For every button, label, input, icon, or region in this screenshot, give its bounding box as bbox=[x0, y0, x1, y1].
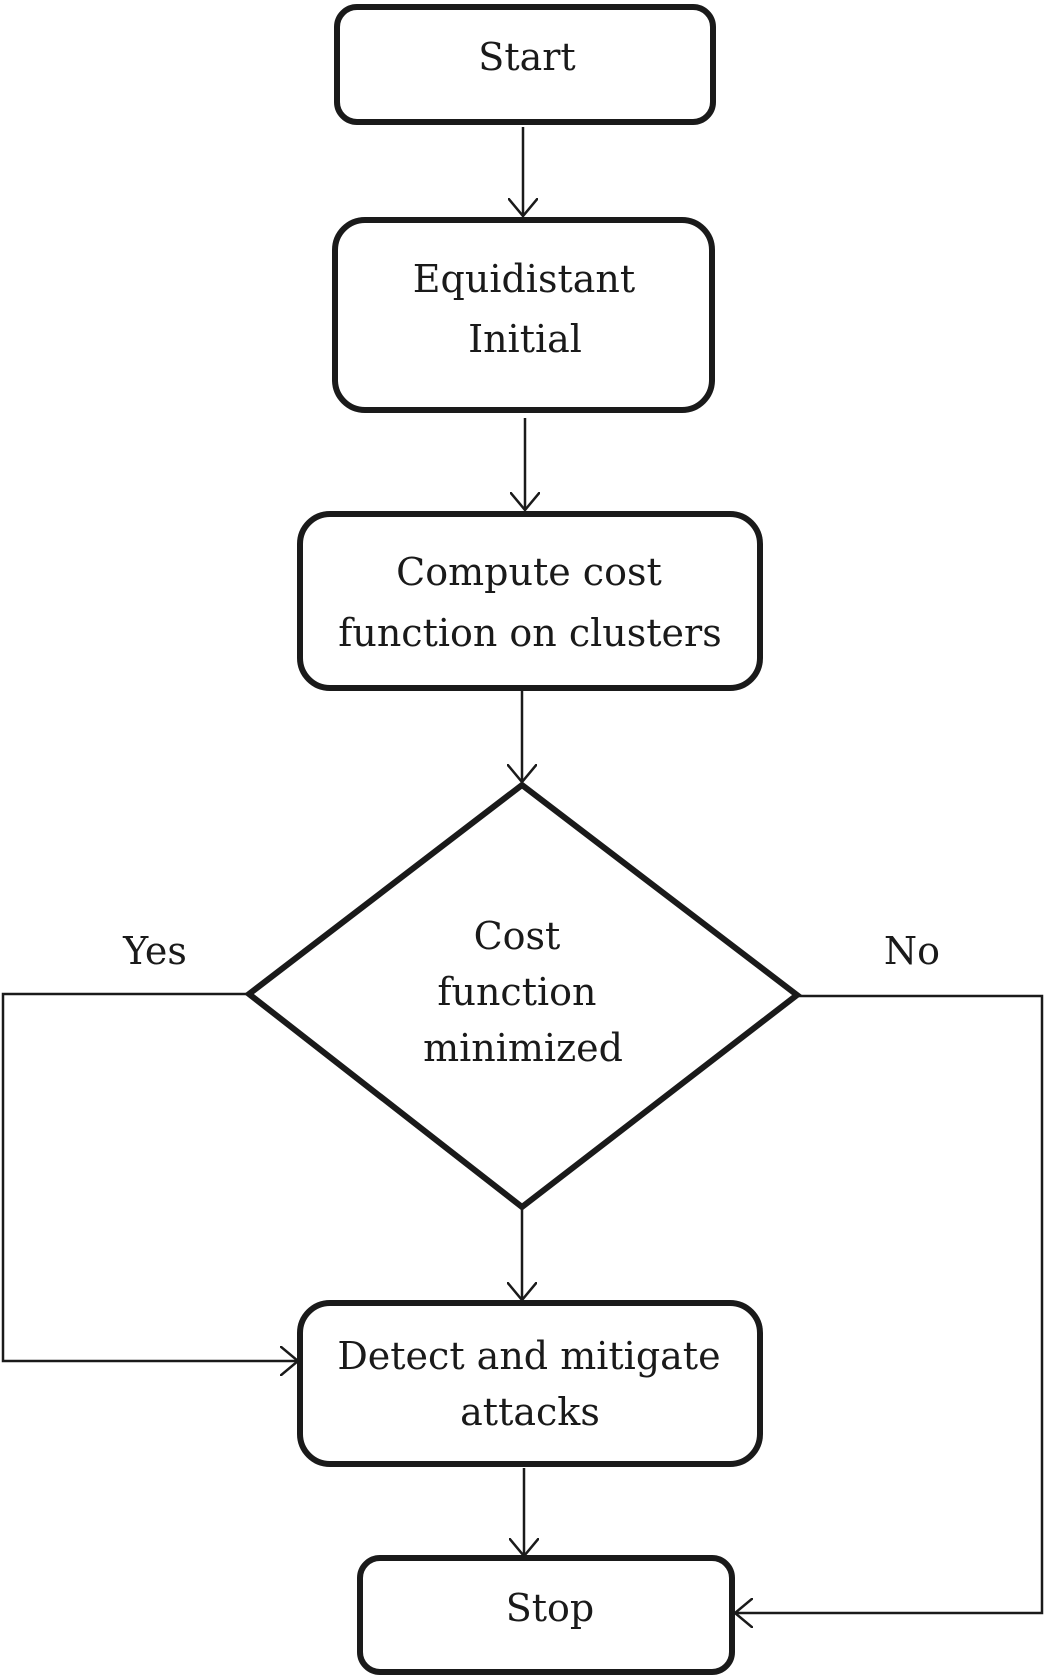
yes-label: Yes bbox=[122, 929, 187, 973]
node-decision-label-line3: minimized bbox=[423, 1026, 623, 1070]
node-stop-label: Stop bbox=[506, 1586, 595, 1630]
node-compute-label-line2: function on clusters bbox=[338, 611, 721, 655]
node-detect-label-line1: Detect and mitigate bbox=[337, 1334, 720, 1378]
node-compute-label-line1: Compute cost bbox=[396, 550, 662, 594]
node-decision: Cost function minimized bbox=[244, 781, 802, 1211]
node-init: Equidistant Initial bbox=[332, 217, 715, 413]
svg-text:Detect and mitigate atta: Detect and mitigate attacks bbox=[337, 1334, 732, 1434]
node-start: Start bbox=[334, 4, 716, 125]
node-compute: Compute cost function on clusters bbox=[297, 511, 763, 691]
node-init-label-line1: Equidistant bbox=[413, 257, 635, 301]
svg-text:Compute cost function on: Compute cost function on clusters bbox=[338, 550, 721, 655]
svg-text:Start: Start bbox=[478, 35, 575, 79]
svg-text:Cost function mini: Cost function minimized bbox=[423, 914, 623, 1070]
node-init-label-line2: Initial bbox=[468, 317, 582, 361]
no-label: No bbox=[884, 929, 940, 973]
node-decision-label-line1: Cost bbox=[474, 914, 561, 958]
svg-text:Equidistant Initial: Equidistant Initial bbox=[413, 257, 647, 361]
node-detect: Detect and mitigate attacks bbox=[297, 1300, 763, 1467]
node-stop: Stop bbox=[357, 1555, 735, 1675]
svg-text:Stop: Stop bbox=[506, 1586, 595, 1630]
edge-no-to-stop bbox=[735, 994, 1044, 1613]
node-detect-label-line2: attacks bbox=[460, 1390, 600, 1434]
node-decision-label-line2: function bbox=[437, 970, 596, 1014]
edge-yes-to-detect bbox=[1, 992, 298, 1361]
node-start-label: Start bbox=[478, 35, 575, 79]
